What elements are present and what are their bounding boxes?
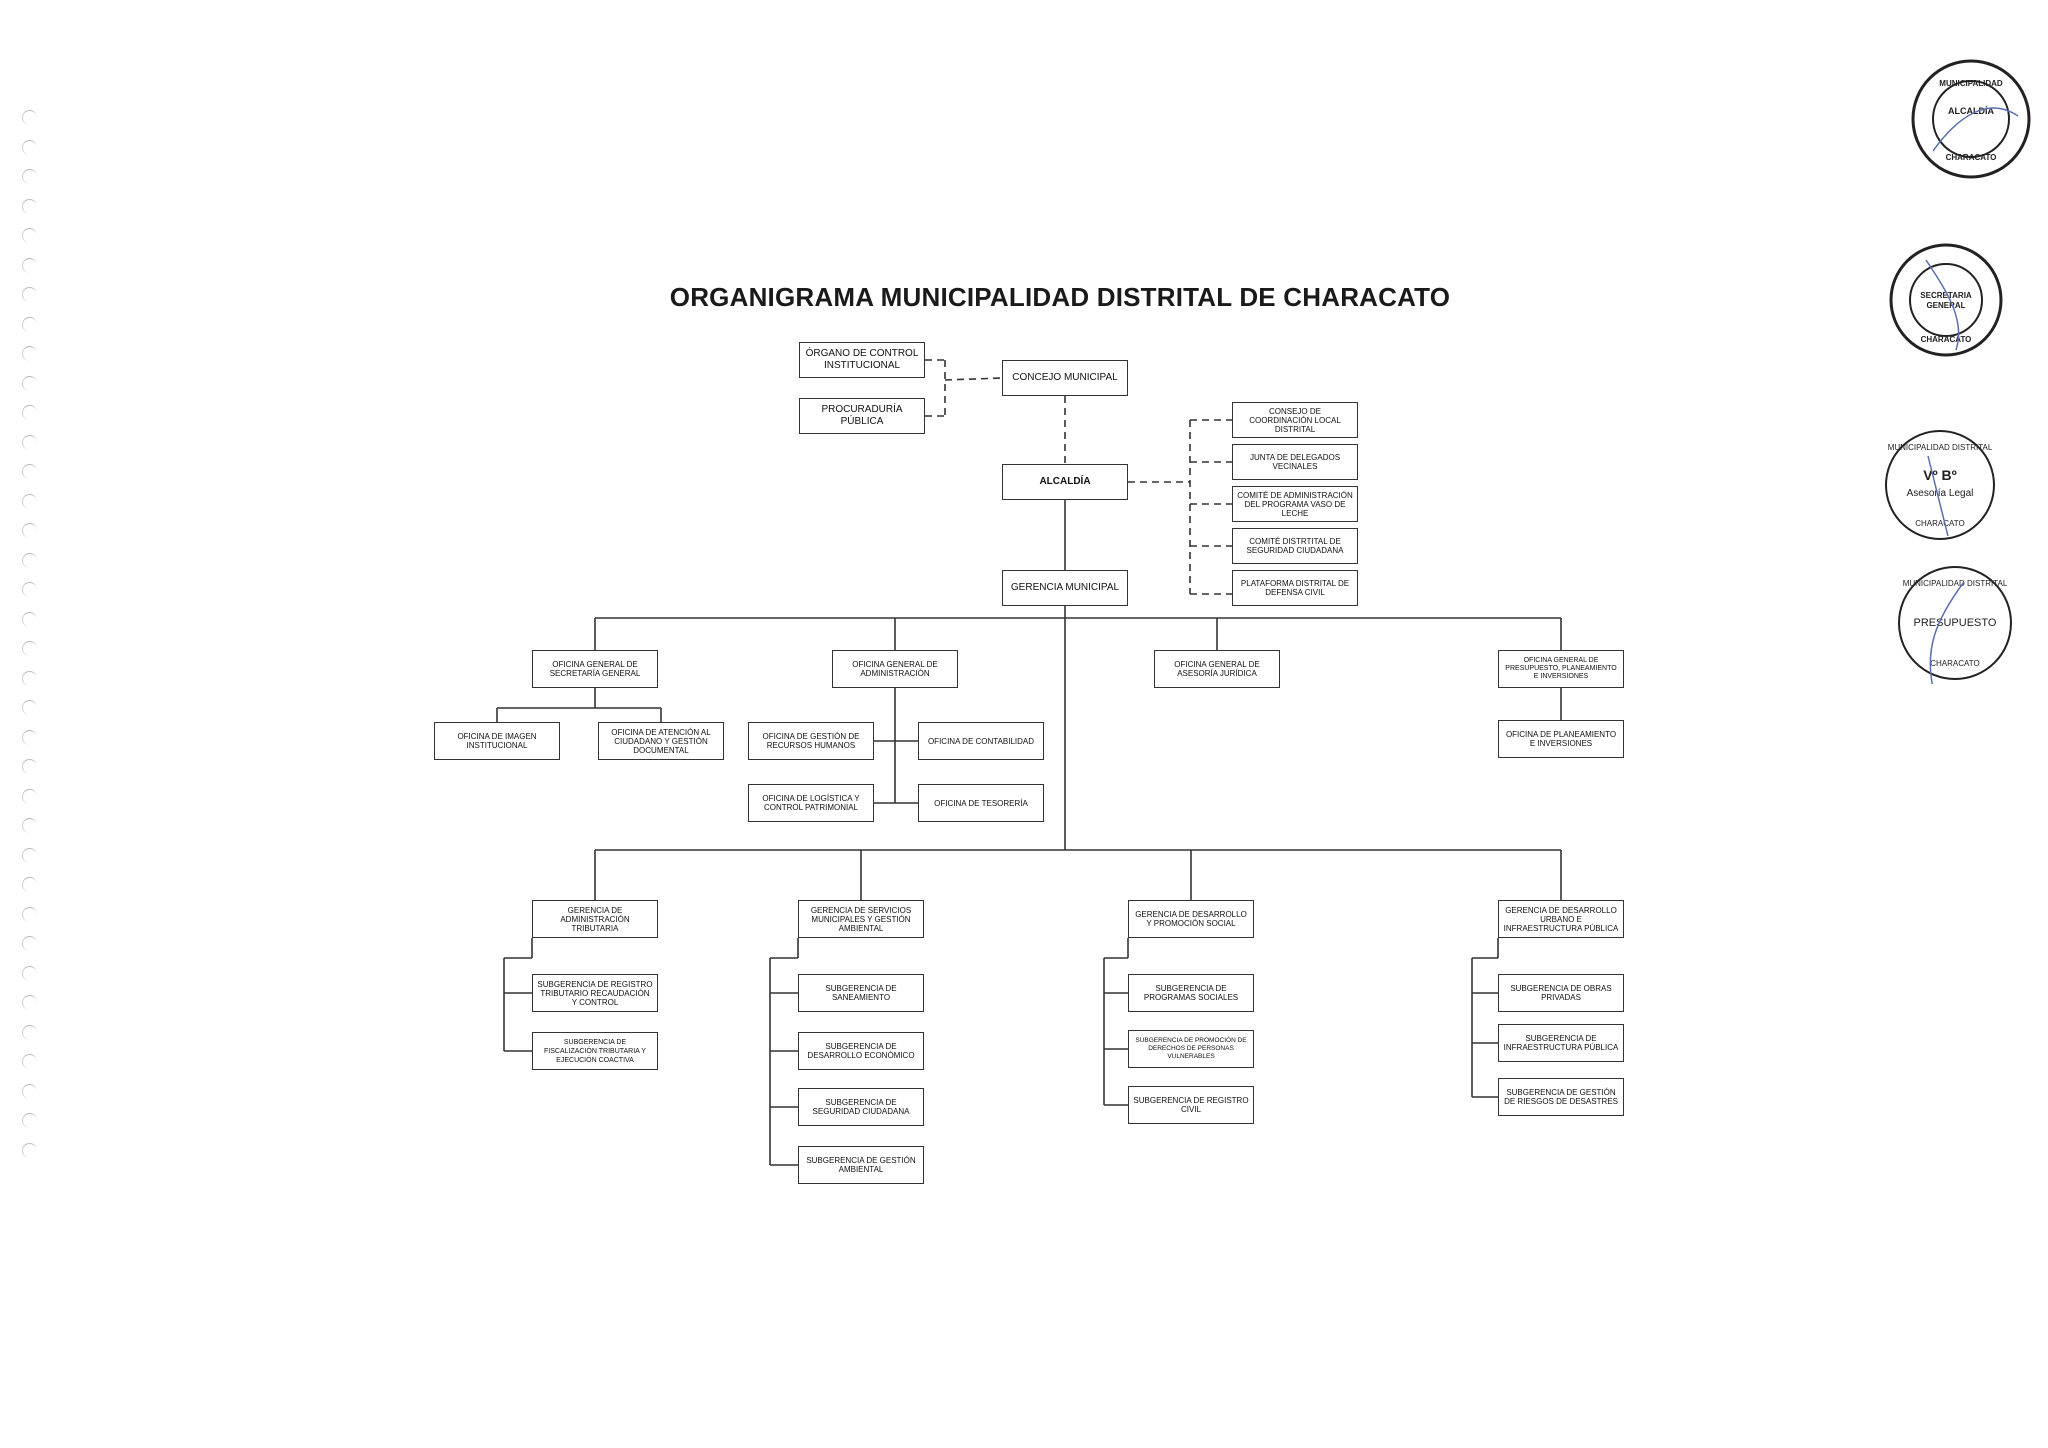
node-sg-programas: SUBGERENCIA DE PROGRAMAS SOCIALES <box>1128 974 1254 1012</box>
binder-hole <box>22 1083 37 1099</box>
binder-hole <box>22 493 37 509</box>
node-tesoreria: OFICINA DE TESORERÍA <box>918 784 1044 822</box>
node-alcaldia: ALCALDÍA <box>1002 464 1128 500</box>
svg-text:Vº Bº: Vº Bº <box>1923 467 1957 483</box>
node-sg-registro-civil: SUBGERENCIA DE REGISTRO CIVIL <box>1128 1086 1254 1124</box>
node-gerencia-municipal: GERENCIA MUNICIPAL <box>1002 570 1128 606</box>
stamp-presupuesto: PRESUPUESTO MUNICIPALIDAD DISTRITAL CHAR… <box>1898 566 2012 684</box>
binder-hole <box>22 1024 37 1040</box>
node-planeamiento: OFICINA DE PLANEAMIENTO E INVERSIONES <box>1498 720 1624 758</box>
node-imagen: OFICINA DE IMAGEN INSTITUCIONAL <box>434 722 560 760</box>
stamp-alcaldia: ALCALDÍA MUNICIPALIDAD CHARACATO <box>1911 59 2031 179</box>
binder-hole <box>22 670 37 686</box>
binder-hole <box>22 139 37 155</box>
node-plataforma: PLATAFORMA DISTRITAL DE DEFENSA CIVIL <box>1232 570 1358 606</box>
svg-text:Asesoría Legal: Asesoría Legal <box>1907 488 1974 499</box>
node-g-tributaria: GERENCIA DE ADMINISTRACIÓN TRIBUTARIA <box>532 900 658 938</box>
stamp-asesoria: Vº Bº Asesoría Legal MUNICIPALIDAD DISTR… <box>1885 430 1995 540</box>
binder-hole <box>22 434 37 450</box>
node-g-desarrollo: GERENCIA DE DESARROLLO Y PROMOCIÓN SOCIA… <box>1128 900 1254 938</box>
node-logistica: OFICINA DE LOGÍSTICA Y CONTROL PATRIMONI… <box>748 784 874 822</box>
svg-text:CHARACATO: CHARACATO <box>1946 153 1997 162</box>
node-presupuesto: OFICINA GENERAL DE PRESUPUESTO, PLANEAMI… <box>1498 650 1624 688</box>
binder-hole <box>22 257 37 273</box>
node-g-servicios: GERENCIA DE SERVICIOS MUNICIPALES Y GEST… <box>798 900 924 938</box>
binder-hole <box>22 700 37 715</box>
node-consejo-coord: CONSEJO DE COORDINACIÓN LOCAL DISTRITAL <box>1232 402 1358 438</box>
binder-hole <box>22 169 37 184</box>
node-vaso: COMITÉ DE ADMINISTRACIÓN DEL PROGRAMA VA… <box>1232 486 1358 522</box>
binder-hole <box>22 198 37 214</box>
svg-text:MUNICIPALIDAD: MUNICIPALIDAD <box>1939 79 2003 88</box>
stamp-secretaria: SECRETARIA GENERAL CHARACATO <box>1889 243 2003 357</box>
binder-hole <box>22 228 37 243</box>
svg-text:PRESUPUESTO: PRESUPUESTO <box>1914 617 1997 629</box>
svg-text:CHARACATO: CHARACATO <box>1921 335 1972 344</box>
binder-hole <box>22 346 37 361</box>
node-rrhh: OFICINA DE GESTIÓN DE RECURSOS HUMANOS <box>748 722 874 760</box>
binder-hole <box>22 906 37 922</box>
node-g-urbano: GERENCIA DE DESARROLLO URBANO E INFRAEST… <box>1498 900 1624 938</box>
binder-hole <box>22 611 37 627</box>
page-title: ORGANIGRAMA MUNICIPALIDAD DISTRITAL DE C… <box>669 282 1451 312</box>
svg-text:SECRETARIA: SECRETARIA <box>1920 291 1972 300</box>
binder-hole <box>22 995 37 1010</box>
node-sg-saneamiento: SUBGERENCIA DE SANEAMIENTO <box>798 974 924 1012</box>
binder-hole <box>22 788 37 804</box>
svg-text:MUNICIPALIDAD DISTRITAL: MUNICIPALIDAD DISTRITAL <box>1888 443 1993 452</box>
node-sg-fiscalizacion: SUBGERENCIA DE FISCALIZACIÓN TRIBUTARIA … <box>532 1032 658 1070</box>
node-sg-obras: SUBGERENCIA DE OBRAS PRIVADAS <box>1498 974 1624 1012</box>
node-sg-seguridad: SUBGERENCIA DE SEGURIDAD CIUDADANA <box>798 1088 924 1126</box>
node-administracion: OFICINA GENERAL DE ADMINISTRACIÓN <box>832 650 958 688</box>
binder-hole <box>22 552 37 568</box>
node-atencion: OFICINA DE ATENCIÓN AL CIUDADANO Y GESTI… <box>598 722 724 760</box>
binder-hole <box>22 965 37 981</box>
node-sg-riesgos: SUBGERENCIA DE GESTIÓN DE RIESGOS DE DES… <box>1498 1078 1624 1116</box>
binder-hole <box>22 110 37 125</box>
binder-hole <box>22 582 37 597</box>
node-sg-registro-trib: SUBGERENCIA DE REGISTRO TRIBUTARIO RECAU… <box>532 974 658 1012</box>
node-sg-economico: SUBGERENCIA DE DESARROLLO ECONÓMICO <box>798 1032 924 1070</box>
node-sg-infra: SUBGERENCIA DE INFRAESTRUCTURA PÚBLICA <box>1498 1024 1624 1062</box>
binder-hole <box>22 847 37 863</box>
node-concejo: CONCEJO MUNICIPAL <box>1002 360 1128 396</box>
binder-hole <box>22 405 37 420</box>
binder-hole <box>22 936 37 951</box>
node-asesoria: OFICINA GENERAL DE ASESORÍA JURÍDICA <box>1154 650 1280 688</box>
binder-hole <box>22 759 37 774</box>
node-secretaria: OFICINA GENERAL DE SECRETARÍA GENERAL <box>532 650 658 688</box>
svg-text:CHARACATO: CHARACATO <box>1930 659 1980 668</box>
binder-hole <box>22 877 37 892</box>
binder-hole <box>22 523 37 538</box>
binder-hole <box>22 287 37 302</box>
node-sg-ambiental: SUBGERENCIA DE GESTIÓN AMBIENTAL <box>798 1146 924 1184</box>
node-junta: JUNTA DE DELEGADOS VECINALES <box>1232 444 1358 480</box>
svg-text:CHARACATO: CHARACATO <box>1915 519 1965 528</box>
binder-hole <box>22 818 37 833</box>
node-contabilidad: OFICINA DE CONTABILIDAD <box>918 722 1044 760</box>
binder-hole <box>22 641 37 656</box>
connector-line <box>944 377 1003 381</box>
binder-hole <box>22 464 37 479</box>
svg-text:MUNICIPALIDAD DISTRITAL: MUNICIPALIDAD DISTRITAL <box>1903 579 2008 588</box>
binder-hole <box>22 375 37 391</box>
binder-hole <box>22 729 37 745</box>
node-sg-promocion: SUBGERENCIA DE PROMOCIÓN DE DERECHOS DE … <box>1128 1030 1254 1068</box>
svg-text:ALCALDÍA: ALCALDÍA <box>1948 106 1994 116</box>
binder-holes <box>22 110 42 1170</box>
binder-hole <box>22 316 37 332</box>
node-comite-seg: COMITÉ DISTRTITAL DE SEGURIDAD CIUDADANA <box>1232 528 1358 564</box>
svg-text:GENERAL: GENERAL <box>1926 301 1965 310</box>
node-control: ÓRGANO DE CONTROL INSTITUCIONAL <box>799 342 925 378</box>
binder-hole <box>22 1142 37 1158</box>
node-procuraduria: PROCURADURÍA PÚBLICA <box>799 398 925 434</box>
binder-hole <box>22 1113 37 1128</box>
binder-hole <box>22 1054 37 1069</box>
